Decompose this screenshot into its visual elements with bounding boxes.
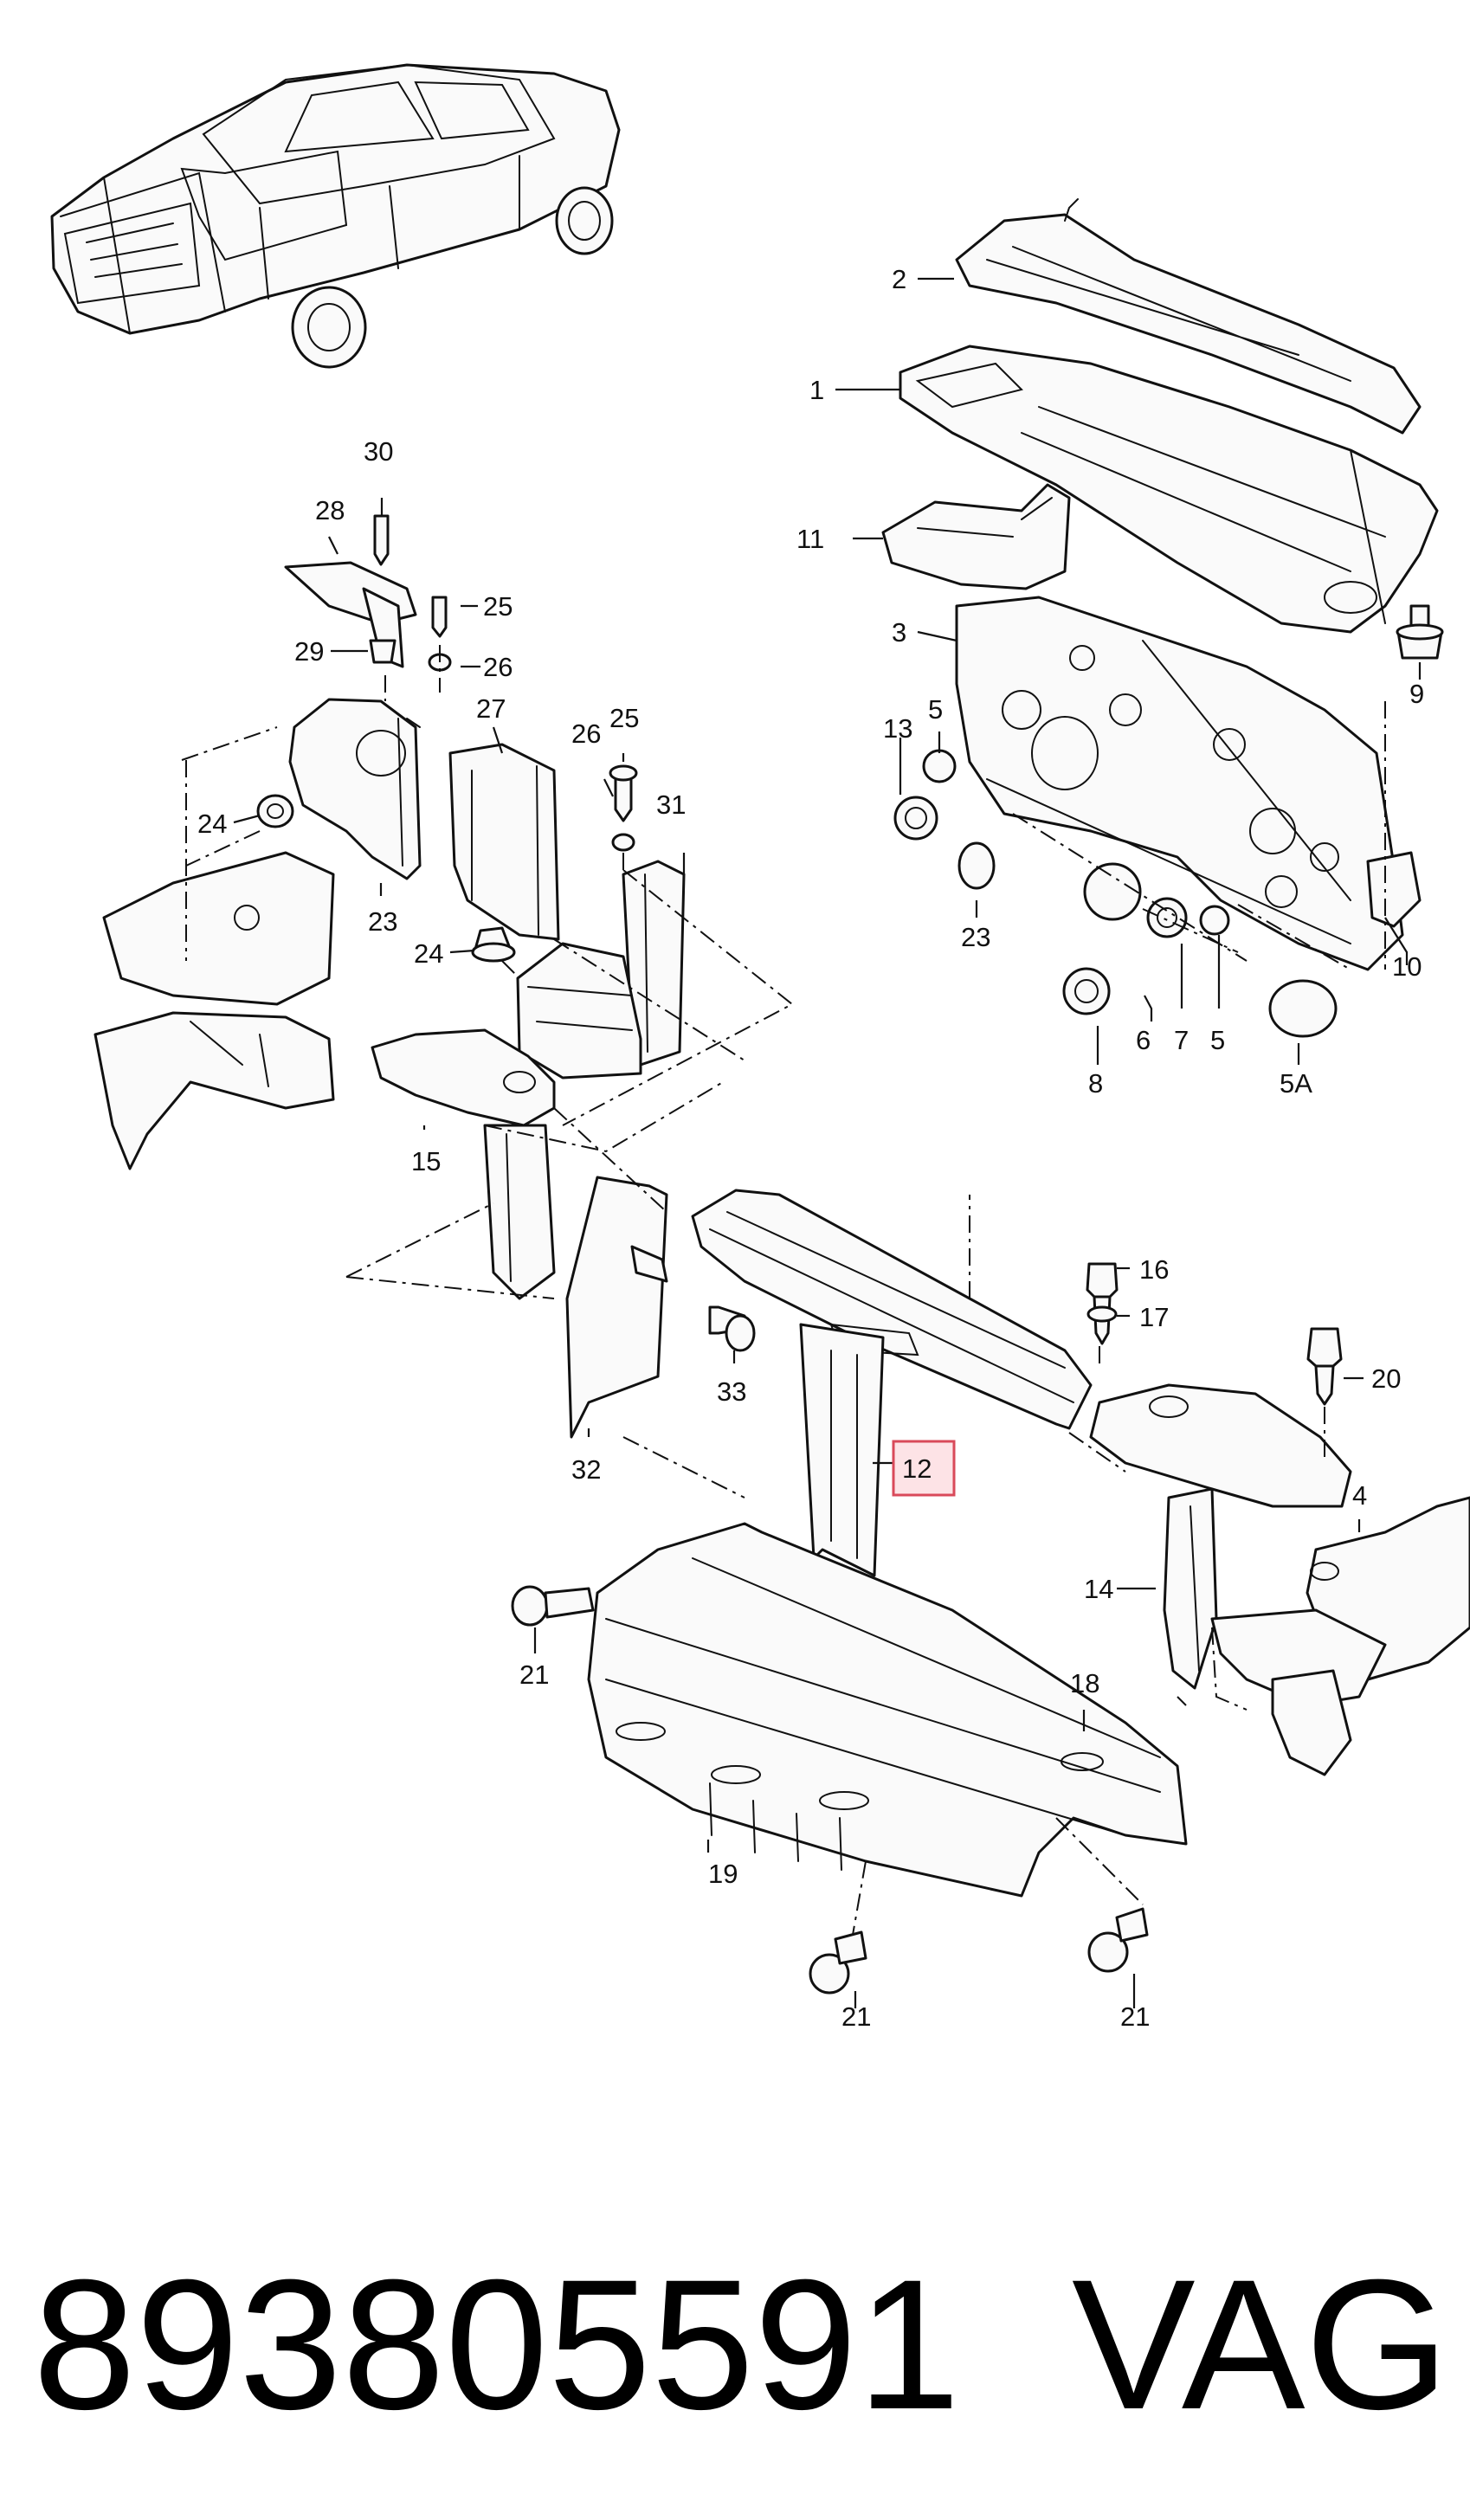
bolts-21 [511, 1585, 1149, 1995]
callout-5-bottom: 5 [1210, 1025, 1225, 1055]
callout-8: 8 [1088, 1068, 1103, 1099]
callout-26-left: 26 [483, 652, 513, 682]
bolt-33 [708, 1305, 756, 1352]
callout-11: 11 [796, 524, 824, 554]
callout-17: 17 [1139, 1302, 1169, 1332]
car-overview-illustration [50, 63, 621, 369]
bumper-support-19 [587, 1522, 1188, 1898]
callout-4: 4 [1352, 1480, 1367, 1511]
front-wheelhouse-left [93, 851, 335, 1170]
callout-15: 15 [411, 1146, 441, 1176]
callout-2: 2 [892, 264, 906, 294]
brand-name: VAG [1072, 2241, 1449, 2448]
longitudinal-member-4 [1210, 1496, 1470, 1776]
grommets-5-13-22 [893, 749, 1422, 1038]
callout-7: 7 [1174, 1025, 1189, 1055]
callout-26-right: 26 [571, 719, 601, 749]
callout-21-left: 21 [519, 1660, 549, 1690]
callout-20: 20 [1371, 1363, 1401, 1394]
callout-21-center: 21 [841, 2001, 871, 2032]
callout-5-top: 5 [928, 694, 943, 725]
callout-12: 12 [902, 1453, 932, 1484]
highlight-box-12 [892, 1440, 956, 1497]
assembly-lines [181, 645, 1386, 1936]
callout-25-left: 25 [483, 591, 513, 622]
callout-29: 29 [294, 636, 324, 667]
callout-21-right: 21 [1120, 2001, 1150, 2032]
bulkhead-panel-3 [955, 596, 1404, 971]
bracket-28-clip-29 [284, 514, 452, 672]
bracket-15 [371, 1028, 556, 1300]
callout-27: 27 [476, 693, 506, 724]
screw-25-26-right [609, 764, 638, 852]
leader-lines [233, 277, 1422, 2008]
callout-25-right: 25 [609, 703, 639, 733]
callout-9: 9 [1409, 679, 1424, 709]
callout-22: 23 [961, 922, 990, 952]
callout-33: 33 [717, 1376, 746, 1407]
callout-5A: 5A [1280, 1068, 1312, 1099]
callout-18: 18 [1070, 1668, 1099, 1698]
callout-3: 3 [892, 617, 906, 648]
side-member-right [1089, 1383, 1352, 1690]
duct-27 [448, 743, 560, 941]
callout-31: 31 [656, 790, 686, 820]
callout-32: 32 [571, 1454, 601, 1485]
callout-6: 6 [1136, 1025, 1151, 1055]
duct-box-center [516, 942, 642, 1080]
nut-24-center [471, 926, 516, 963]
cowl-panel-upper [955, 198, 1422, 435]
callout-labels: 2 1 11 3 5 13 23 9 10 8 6 7 5 5A 30 28 2… [197, 264, 1424, 2032]
callout-28: 28 [315, 495, 345, 525]
cowl-panel-lower [899, 345, 1439, 634]
air-duct-23 [288, 698, 422, 880]
screw-9 [1396, 604, 1444, 660]
bracket-11 [881, 483, 1071, 590]
bolt-20 [1306, 1327, 1343, 1406]
bolt-16-washer-17 [1086, 1262, 1119, 1345]
callout-19: 19 [708, 1859, 738, 1889]
nut-24-left [256, 794, 294, 828]
callout-13: 13 [883, 713, 912, 744]
part-number: 893805591 [33, 2241, 960, 2448]
plate-32 [565, 1176, 668, 1439]
callout-1: 1 [809, 375, 824, 405]
callout-23: 23 [368, 906, 397, 937]
callout-24-center: 24 [414, 938, 443, 969]
callout-16: 16 [1139, 1254, 1169, 1285]
callout-30: 30 [364, 436, 393, 467]
callout-10: 10 [1392, 951, 1422, 982]
callout-24-left: 24 [197, 809, 227, 839]
lock-carrier-12 [691, 1189, 1093, 1577]
callout-14: 14 [1084, 1574, 1113, 1604]
